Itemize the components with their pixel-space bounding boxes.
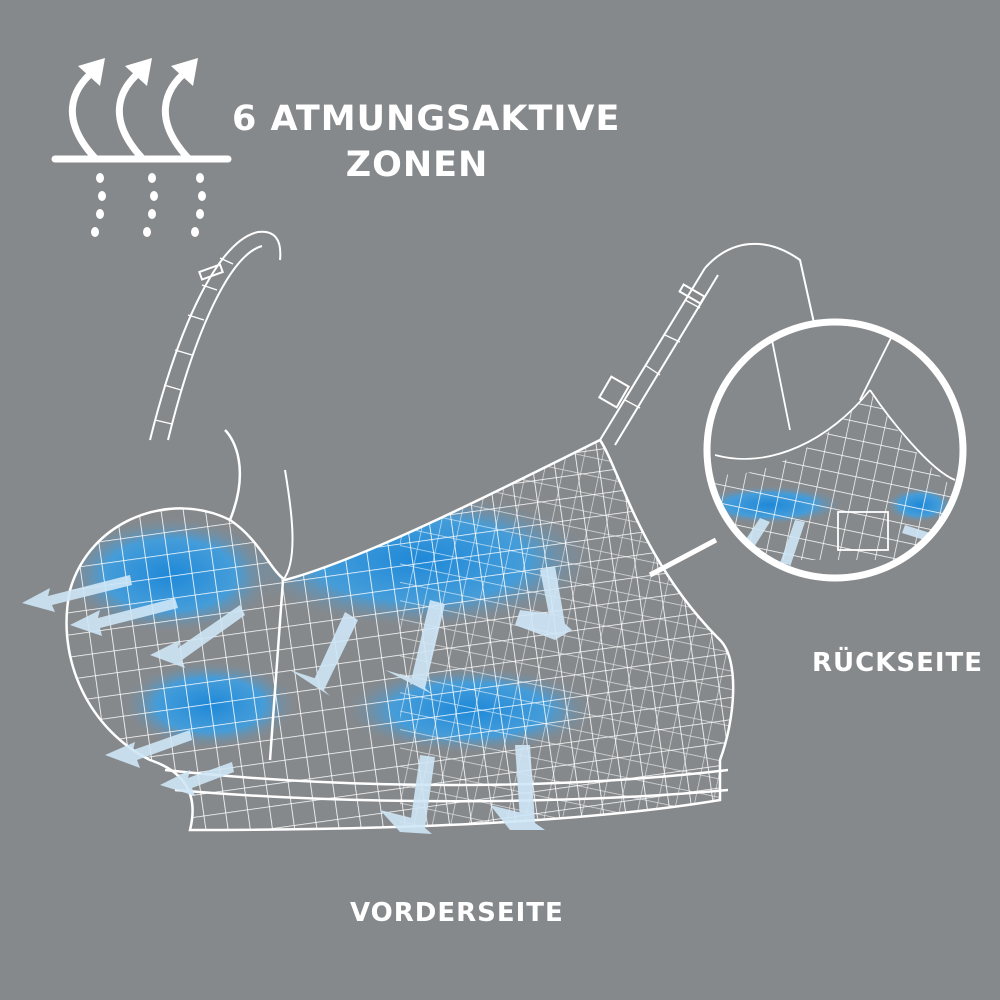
back-view-label: RÜCKSEITE [812, 648, 984, 678]
breathable-fabric-icon [51, 58, 232, 237]
headline: 6 ATMUNGSAKTIVE ZONEN [232, 96, 621, 188]
front-view-label: VORDERSEITE [350, 898, 564, 928]
headline-line-2: ZONEN [345, 145, 489, 185]
back-view-magnifier-circle [703, 318, 967, 582]
headline-line-1: 6 ATMUNGSAKTIVE [232, 99, 621, 139]
